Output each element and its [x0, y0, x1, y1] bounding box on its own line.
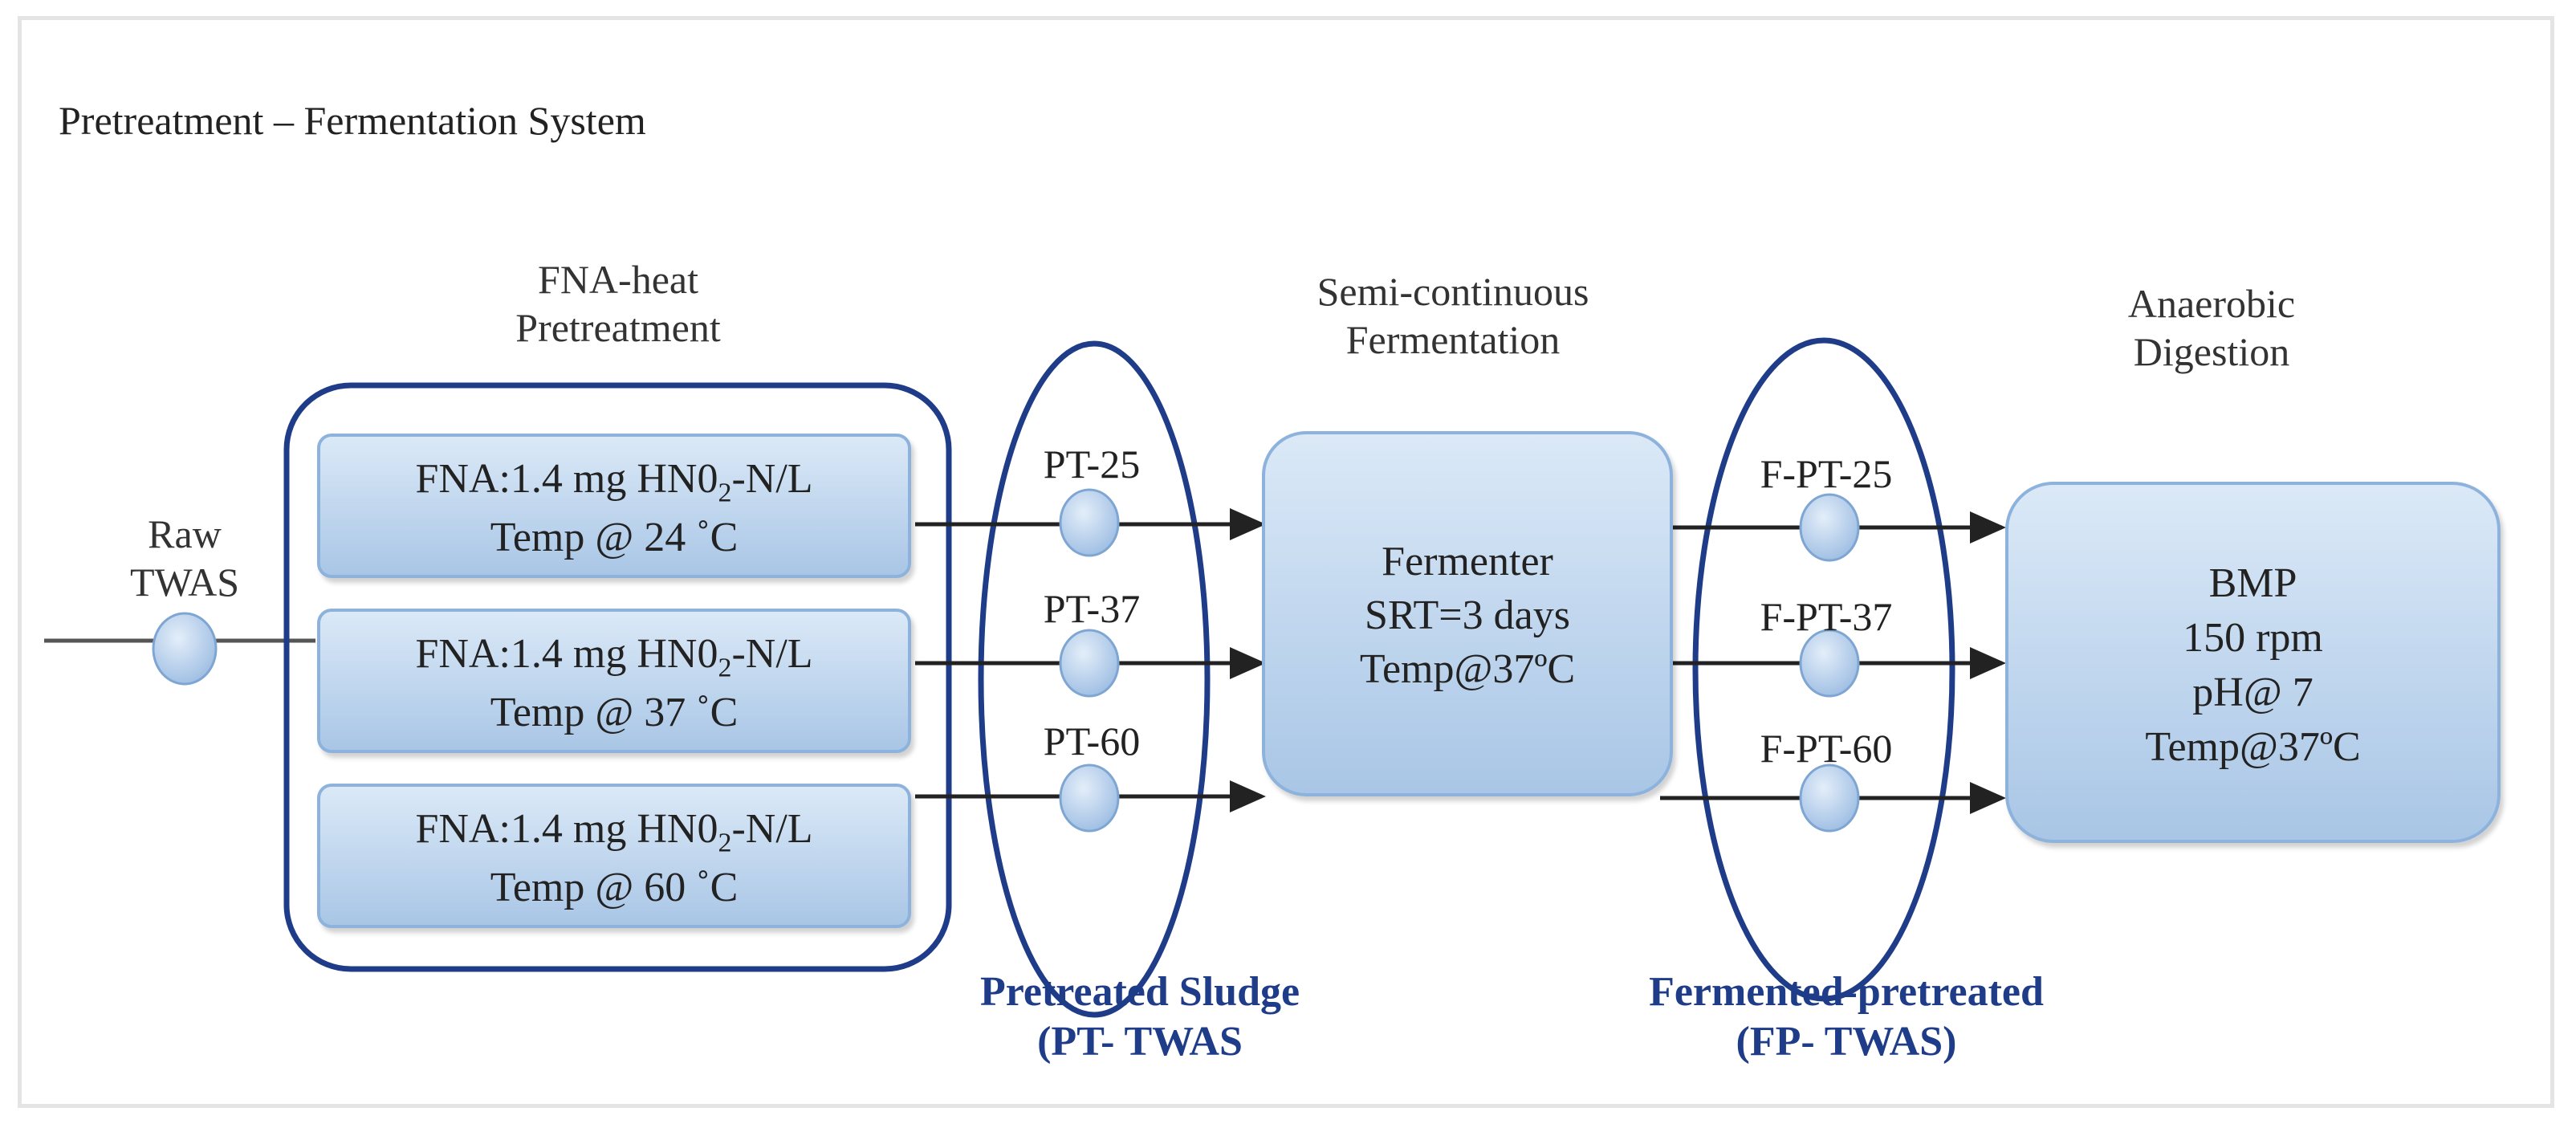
pretreatment-box-37: FNA:1.4 mg HN02-N/L Temp @ 37 ˚C: [317, 609, 911, 753]
bmp-box: BMP 150 rpm pH@ 7 Temp@37ºC: [2005, 482, 2501, 843]
pretreatment-title: FNA-heat Pretreatment: [417, 255, 819, 352]
pretreated-group-line1: Pretreated Sludge: [979, 969, 1300, 1015]
fermenter-line-2: SRT=3 days: [1365, 592, 1570, 638]
fna-dose-text: FNA:1.4 mg HN02-N/L: [415, 806, 813, 858]
pretreated-group-line2: (PT- TWAS: [1037, 1019, 1243, 1065]
digestion-title-line1: Anaerobic: [2127, 281, 2296, 326]
fna-dose-text: FNA:1.4 mg HN02-N/L: [415, 456, 813, 508]
fpt-60-node: [1799, 763, 1860, 833]
fermentation-title-line1: Semi-continuous: [1316, 269, 1589, 314]
pretreatment-container: [283, 382, 952, 972]
pretreatment-box-60: FNA:1.4 mg HN02-N/L Temp @ 60 ˚C: [317, 784, 911, 928]
bmp-line-2: 150 rpm: [2183, 615, 2323, 661]
temp-text: Temp @ 60 ˚C: [490, 865, 739, 910]
temp-text: Temp @ 37 ˚C: [490, 690, 739, 735]
diagram-frame: [18, 16, 2554, 1108]
fermented-group-ellipse: [1692, 337, 1955, 1002]
raw-twas-label: Raw TWAS: [96, 510, 273, 606]
fpt-37-label: F-PT-37: [1760, 594, 1893, 639]
pretreatment-title-line1: FNA-heat: [538, 257, 698, 302]
fna-dose-text: FNA:1.4 mg HN02-N/L: [415, 631, 813, 683]
pt-60-node: [1059, 763, 1120, 833]
pt-25-label: PT-25: [1043, 442, 1141, 487]
bmp-line-3: pH@ 7: [2192, 670, 2314, 715]
digestion-title-line2: Digestion: [2133, 329, 2290, 374]
fermenter-line-1: Fermenter: [1382, 539, 1553, 584]
fermentation-title-line2: Fermentation: [1345, 317, 1561, 362]
raw-label-line2: TWAS: [129, 560, 240, 605]
pt-37-label: PT-37: [1043, 586, 1141, 631]
pt-60-label: PT-60: [1043, 719, 1141, 763]
bmp-line-4: Temp@37ºC: [2145, 724, 2361, 770]
raw-label-line1: Raw: [148, 511, 222, 556]
temp-text: Temp @ 24 ˚C: [490, 515, 739, 560]
fpt-25-label: F-PT-25: [1760, 451, 1893, 496]
raw-twas-node: [152, 612, 218, 686]
fermenter-box: Fermenter SRT=3 days Temp@37ºC: [1262, 431, 1673, 796]
diagram-title: Pretreatment – Fermentation System: [59, 98, 646, 143]
digestion-title: Anaerobic Digestion: [2031, 279, 2392, 376]
fermented-group-label: Fermented-pretreated (FP- TWAS): [1589, 967, 2103, 1068]
pretreated-group-label: Pretreated Sludge (PT- TWAS: [907, 967, 1373, 1068]
fermentation-title: Semi-continuous Fermentation: [1236, 267, 1670, 364]
fpt-37-node: [1799, 629, 1860, 698]
pt-25-node: [1059, 488, 1120, 557]
fermented-group-line1: Fermented-pretreated: [1649, 969, 2044, 1015]
fpt-60-label: F-PT-60: [1760, 726, 1893, 771]
bmp-line-1: BMP: [2208, 560, 2297, 606]
pretreatment-box-24: FNA:1.4 mg HN02-N/L Temp @ 24 ˚C: [317, 434, 911, 578]
fermented-group-line2: (FP- TWAS): [1736, 1019, 1957, 1065]
pretreatment-title-line2: Pretreatment: [515, 305, 721, 350]
pretreated-group-ellipse: [978, 340, 1211, 1018]
fpt-25-node: [1799, 493, 1860, 562]
fermenter-line-3: Temp@37ºC: [1359, 646, 1576, 692]
pt-37-node: [1059, 629, 1120, 698]
